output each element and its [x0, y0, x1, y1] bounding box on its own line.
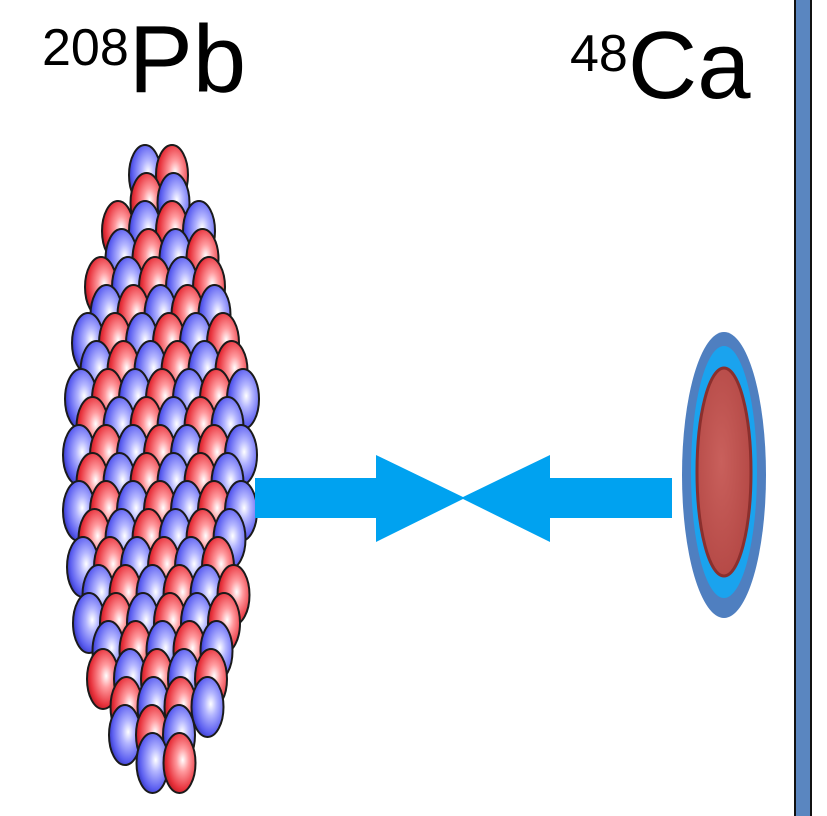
lead-mass-number: 208 — [42, 19, 129, 77]
left-arrow-shaft — [255, 478, 390, 518]
neutron-icon — [190, 676, 225, 738]
proton-icon — [162, 732, 197, 794]
lead-nucleus-icon — [62, 144, 260, 794]
right-arrow-head — [461, 455, 550, 542]
collision-arrows-icon — [255, 455, 672, 542]
calcium-symbol: Ca — [627, 12, 751, 119]
calcium-mass-number: 48 — [570, 25, 628, 83]
lead-208-label: 208Pb — [42, 12, 246, 108]
lead-symbol: Pb — [128, 6, 247, 113]
calcium-nucleus-icon — [682, 332, 766, 618]
right-edge-bar — [796, 0, 810, 816]
calcium-48-label: 48Ca — [570, 18, 751, 114]
right-arrow-shaft — [535, 478, 672, 518]
left-arrow-head — [376, 455, 465, 542]
calcium-core — [695, 366, 753, 578]
